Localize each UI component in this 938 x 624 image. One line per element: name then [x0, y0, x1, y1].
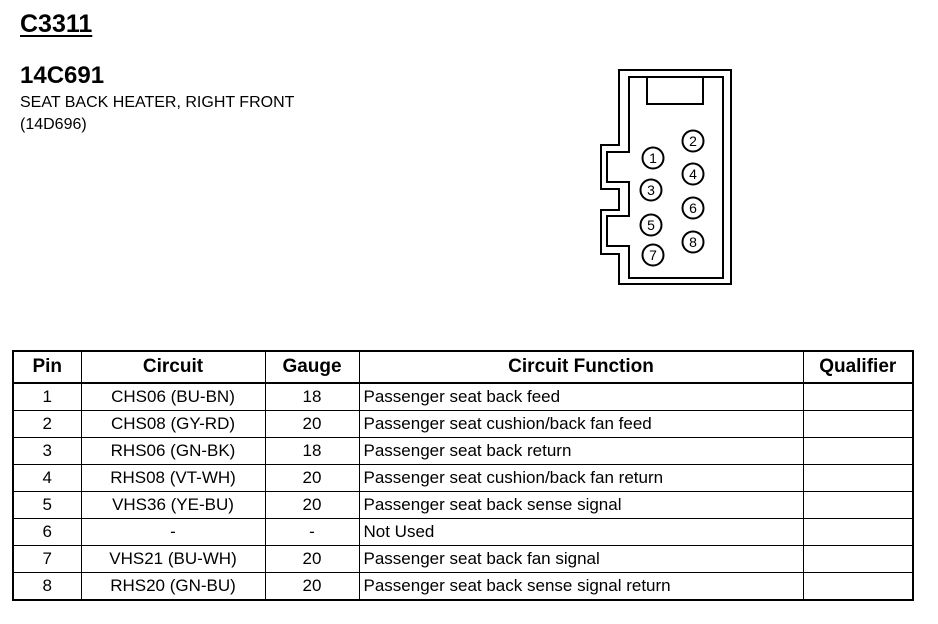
pin-cell: 8	[12, 572, 82, 601]
table-row: 2 CHS08 (GY-RD) 20 Passenger seat cushio…	[12, 410, 914, 438]
svg-text:4: 4	[689, 166, 697, 182]
gauge-cell: 18	[264, 437, 360, 465]
pin-circle-8: 8	[681, 230, 705, 254]
circuit-cell: CHS08 (GY-RD)	[80, 410, 266, 438]
pin-circle-3: 3	[639, 178, 663, 202]
table-row: 7 VHS21 (BU-WH) 20 Passenger seat back f…	[12, 545, 914, 573]
qualifier-cell	[802, 464, 914, 492]
qualifier-cell	[802, 572, 914, 601]
circuit-cell: VHS21 (BU-WH)	[80, 545, 266, 573]
function-cell: Passenger seat back sense signal	[358, 491, 804, 519]
table-header-row: Pin Circuit Gauge Circuit Function Quali…	[12, 350, 914, 384]
gauge-cell: 20	[264, 410, 360, 438]
pin-circle-2: 2	[681, 129, 705, 153]
svg-text:6: 6	[689, 200, 697, 216]
connector-housing	[600, 69, 732, 285]
latch-box	[646, 76, 704, 105]
connector-description: SEAT BACK HEATER, RIGHT FRONT	[20, 94, 295, 111]
gauge-cell: 20	[264, 572, 360, 601]
pin-circle-5: 5	[639, 213, 663, 237]
pin-circle-4: 4	[681, 162, 705, 186]
sub-part-number: (14D696)	[20, 116, 87, 133]
pin-cell: 6	[12, 518, 82, 546]
pin-circle-6: 6	[681, 196, 705, 220]
circuit-cell: RHS06 (GN-BK)	[80, 437, 266, 465]
function-cell: Passenger seat back return	[358, 437, 804, 465]
qualifier-cell	[802, 410, 914, 438]
header-circuit: Circuit	[80, 350, 266, 384]
function-cell: Passenger seat cushion/back fan return	[358, 464, 804, 492]
header-pin: Pin	[12, 350, 82, 384]
table-row: 1 CHS06 (BU-BN) 18 Passenger seat back f…	[12, 382, 914, 411]
connector-id: C3311	[20, 10, 93, 38]
gauge-cell: 20	[264, 491, 360, 519]
function-cell: Passenger seat back sense signal return	[358, 572, 804, 601]
header-qualifier: Qualifier	[802, 350, 914, 384]
circuit-cell: RHS20 (GN-BU)	[80, 572, 266, 601]
circuit-cell: CHS06 (BU-BN)	[80, 382, 266, 411]
pin-circle-7: 7	[641, 243, 665, 267]
circuit-cell: VHS36 (YE-BU)	[80, 491, 266, 519]
qualifier-cell	[802, 491, 914, 519]
qualifier-cell	[802, 437, 914, 465]
header-gauge: Gauge	[264, 350, 360, 384]
table-row: 6 - - Not Used	[12, 518, 914, 546]
circuit-cell: RHS08 (VT-WH)	[80, 464, 266, 492]
gauge-cell: -	[264, 518, 360, 546]
svg-text:7: 7	[649, 247, 657, 263]
pin-cell: 1	[12, 382, 82, 411]
svg-text:3: 3	[647, 182, 655, 198]
qualifier-cell	[802, 545, 914, 573]
function-cell: Not Used	[358, 518, 804, 546]
table-row: 8 RHS20 (GN-BU) 20 Passenger seat back s…	[12, 572, 914, 601]
circuit-cell: -	[80, 518, 266, 546]
pin-circle-1: 1	[641, 146, 665, 170]
pinout-table: Pin Circuit Gauge Circuit Function Quali…	[12, 350, 914, 601]
pin-cell: 7	[12, 545, 82, 573]
gauge-cell: 20	[264, 464, 360, 492]
svg-text:1: 1	[649, 150, 657, 166]
gauge-cell: 18	[264, 382, 360, 411]
pin-cell: 2	[12, 410, 82, 438]
function-cell: Passenger seat back feed	[358, 382, 804, 411]
function-cell: Passenger seat back fan signal	[358, 545, 804, 573]
svg-text:2: 2	[689, 133, 697, 149]
gauge-cell: 20	[264, 545, 360, 573]
table-row: 3 RHS06 (GN-BK) 18 Passenger seat back r…	[12, 437, 914, 465]
header-circuit-function: Circuit Function	[358, 350, 804, 384]
svg-text:5: 5	[647, 217, 655, 233]
svg-text:8: 8	[689, 234, 697, 250]
function-cell: Passenger seat cushion/back fan feed	[358, 410, 804, 438]
connector-face-diagram: 1 2 3 4 5 6 7 8	[600, 69, 732, 285]
table-row: 5 VHS36 (YE-BU) 20 Passenger seat back s…	[12, 491, 914, 519]
part-number: 14C691	[20, 62, 105, 89]
qualifier-cell	[802, 382, 914, 411]
pin-cell: 3	[12, 437, 82, 465]
pin-cell: 4	[12, 464, 82, 492]
connector-cavity	[606, 76, 724, 279]
qualifier-cell	[802, 518, 914, 546]
pin-cell: 5	[12, 491, 82, 519]
table-row: 4 RHS08 (VT-WH) 20 Passenger seat cushio…	[12, 464, 914, 492]
